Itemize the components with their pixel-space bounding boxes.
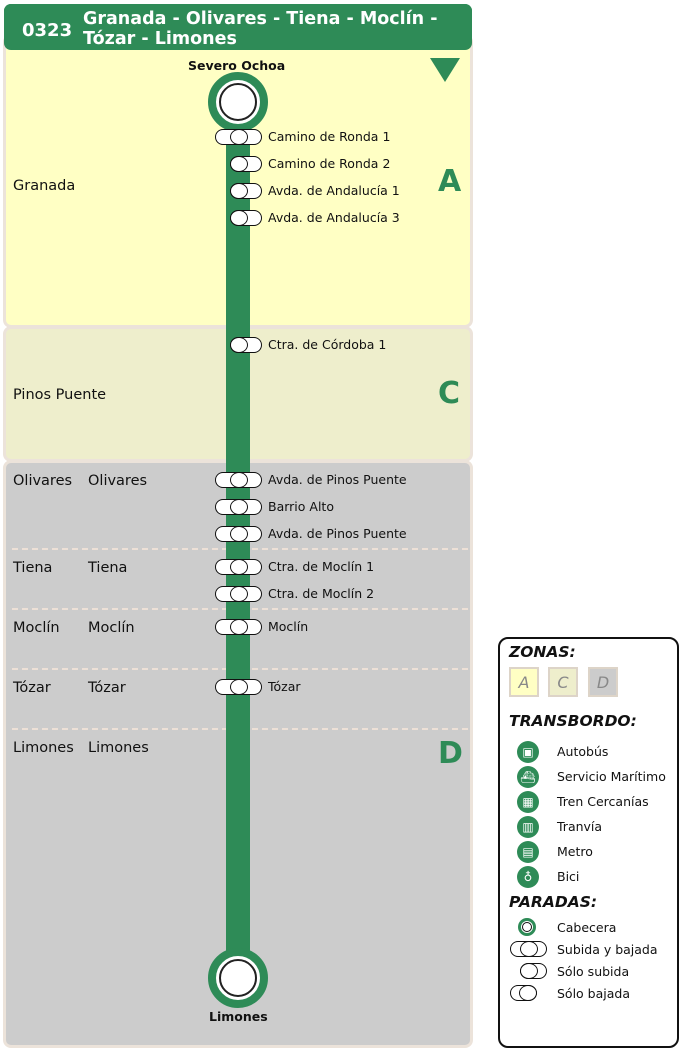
municipality-label: Olivares (13, 473, 73, 489)
stop-label: Ctra. de Córdoba 1 (268, 337, 387, 352)
route-title: Granada - Olivares - Tiena - Moclín - Tó… (83, 9, 438, 49)
bus-icon: ▣ (517, 741, 539, 763)
legend-stop-type: Cabecera (557, 920, 617, 935)
legend-stop-type: Sólo subida (557, 964, 630, 979)
terminal-start-label: Severo Ochoa (188, 58, 286, 73)
stop-label: Avda. de Pinos Puente (268, 526, 407, 541)
locality-label: Olivares (88, 473, 148, 489)
legend-terminal-icon (518, 918, 536, 936)
legend-zone-c: C (548, 667, 578, 697)
stop-label: Moclín (268, 619, 309, 634)
stop-circle-icon (230, 586, 248, 602)
stop-circle-icon (230, 619, 248, 635)
stop-circle-icon (230, 472, 248, 488)
legend-zones-title: ZONAS: (509, 643, 576, 661)
stop-label: Camino de Ronda 1 (268, 129, 391, 144)
legend-transfer-label: Tren Cercanías (557, 794, 649, 809)
terminal-start-marker (208, 72, 268, 132)
bicycle-icon: ♁ (517, 866, 539, 888)
legend-transfer-label: Bici (557, 869, 580, 884)
legend-zone-a: A (509, 667, 539, 697)
legend-stop-type: Sólo bajada (557, 986, 630, 1001)
stop-circle-icon (230, 337, 248, 353)
locality-label: Tózar (88, 680, 126, 696)
stop-circle-icon (230, 156, 248, 172)
legend-panel: ZONAS: A C D TRANSBORDO: ▣ Autobús ⛴ Servic… (498, 637, 679, 1048)
locality-label: Moclín (88, 620, 135, 636)
stop-label: Ctra. de Moclín 2 (268, 586, 375, 601)
legend-both-icon-inner (520, 941, 538, 957)
legend-transfer-label: Autobús (557, 744, 609, 759)
stop-circle-icon (230, 559, 248, 575)
legend-stops-title: PARADAS: (509, 893, 598, 911)
legend-transfer-label: Servicio Marítimo (557, 769, 666, 784)
metro-icon: ▤ (517, 841, 539, 863)
legend-boarding-icon-inner (520, 963, 538, 979)
stop-label: Camino de Ronda 2 (268, 156, 391, 171)
direction-arrow-icon (430, 58, 460, 82)
municipality-label: Limones (13, 740, 74, 756)
zone-letter-d: D (438, 736, 463, 771)
tram-icon: ▥ (517, 816, 539, 838)
route-header-overlay: 0323 Granada - Olivares - Tiena - Moclín… (4, 4, 472, 50)
stop-label: Avda. de Andalucía 3 (268, 210, 400, 225)
legend-alighting-icon-inner (519, 985, 537, 1001)
municipality-label: Tiena (13, 560, 53, 576)
municipality-label: Pinos Puente (13, 387, 107, 403)
municipality-label: Granada (13, 178, 76, 194)
legend-transfer-label: Tranvía (557, 819, 603, 834)
stop-circle-icon (230, 526, 248, 542)
legend-stop-type: Subida y bajada (557, 942, 658, 957)
stop-circle-icon (230, 183, 248, 199)
stop-label: Avda. de Pinos Puente (268, 472, 407, 487)
route-code: 0323 (22, 20, 73, 41)
terminal-end-marker (208, 948, 268, 1008)
municipality-label: Moclín (13, 620, 60, 636)
stop-label: Barrio Alto (268, 499, 334, 514)
legend-zone-d: D (588, 667, 618, 697)
municipality-label: Tózar (13, 680, 51, 696)
stop-label: Ctra. de Moclín 1 (268, 559, 375, 574)
zone-letter-c: C (438, 376, 461, 411)
legend-transfer-title: TRANSBORDO: (509, 712, 637, 730)
train-icon: ▦ (517, 791, 539, 813)
stop-label: Avda. de Andalucía 1 (268, 183, 400, 198)
stop-label: Tózar (268, 679, 301, 694)
stop-circle-icon (230, 210, 248, 226)
locality-label: Tiena (88, 560, 128, 576)
zone-letter-a: A (438, 164, 462, 199)
stop-circle-icon (230, 499, 248, 515)
ship-icon: ⛴ (517, 766, 539, 788)
locality-label: Limones (88, 740, 149, 756)
terminal-end-label: Limones (209, 1009, 268, 1024)
stop-circle-icon (230, 129, 248, 145)
legend-transfer-label: Metro (557, 844, 593, 859)
stop-circle-icon (230, 679, 248, 695)
